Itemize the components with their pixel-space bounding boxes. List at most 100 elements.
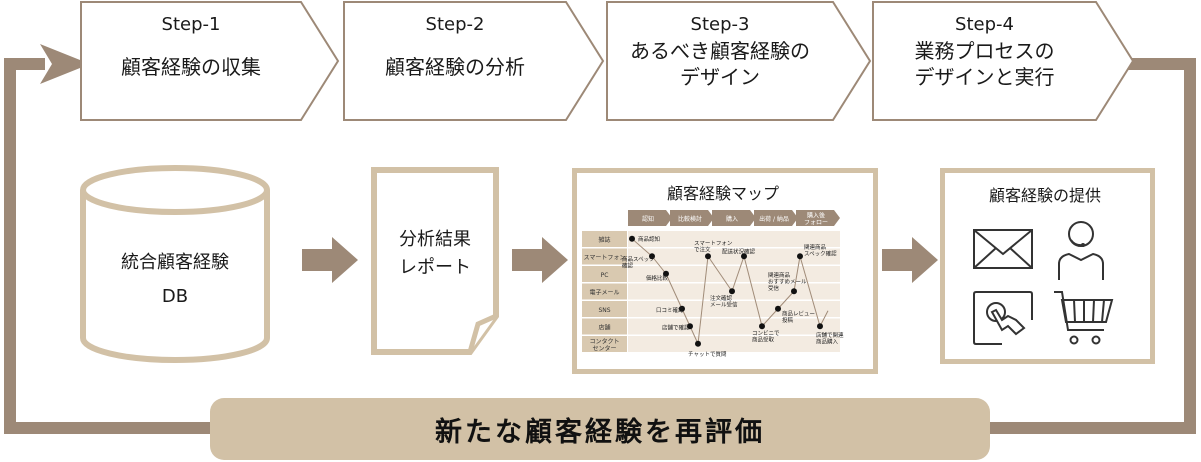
steps-row (80, 1, 1135, 121)
map-phase-label-2: 購入 (726, 215, 738, 223)
map-row-bg-0 (628, 231, 840, 247)
map-channel-cell-2 (582, 266, 627, 282)
step-4-chevron (872, 1, 1135, 121)
map-connector-2 (665, 273, 683, 309)
reevaluate-banner: 新たな顧客経験を再評価 (210, 398, 990, 460)
map-touchpoint-label-11: 関連商品おすすめメール受信 (768, 271, 807, 292)
map-connector-6 (707, 255, 733, 292)
step-3: Step-3 あるべき顧客経験の デザイン (607, 14, 833, 90)
flow-arrow-1-icon (302, 237, 358, 283)
map-phase-label-0: 認知 (642, 215, 654, 223)
map-touchpoint-1 (649, 253, 655, 260)
report-label-line1: 分析結果 (399, 229, 471, 250)
step-2-title: 顧客経験の分析 (385, 55, 525, 79)
map-phase-label-4: 購入後フォロー (804, 212, 828, 227)
map-phase-2 (712, 210, 756, 226)
database-label: 統合顧客経験 DB (75, 246, 275, 314)
document-icon (371, 167, 499, 355)
map-connector-1 (651, 255, 667, 275)
map-touchpoint-2 (663, 270, 669, 277)
banner-text: 新たな顧客経験を再評価 (435, 416, 765, 448)
map-touchpoint-6 (705, 253, 711, 260)
map-phase-3 (754, 210, 798, 226)
step-3-title-line1: あるべき顧客経験の (630, 39, 810, 63)
map-touchpoint-label-0: 商品認知 (638, 235, 660, 243)
map-row-bg-2 (628, 266, 840, 282)
map-phase-label-3: 出荷 / 納品 (759, 215, 789, 223)
step-1: Step-1 顧客経験の収集 (81, 14, 301, 80)
database-label-line1: 統合顧客経験 (121, 252, 229, 273)
step-3-title-line2: デザイン (680, 65, 760, 89)
map-connector-12 (799, 256, 821, 327)
map-touchpoint-label-7: 注文確認メール受信 (710, 294, 738, 309)
map-touchpoint-5 (695, 340, 701, 347)
map-channel-cell-0 (582, 231, 627, 247)
map-touchpoint-label-4: 店舗で確認 (662, 323, 690, 331)
provide-title: 顧客経験の提供 (988, 186, 1101, 205)
map-row-bg-1 (628, 248, 840, 265)
map-touchpoint-label-5: チャットで質問 (688, 350, 727, 358)
step-2-label: Step-2 (425, 14, 485, 35)
map-connector-3 (681, 308, 691, 327)
map-touchpoint-12 (797, 253, 803, 260)
map-channel-label-0: 雑誌 (598, 236, 610, 244)
map-touchpoint-11 (791, 288, 797, 295)
map-connector-5 (697, 256, 709, 344)
map-channel-cell-4 (582, 301, 627, 317)
step-3-label: Step-3 (690, 14, 750, 35)
mail-icon (973, 229, 1033, 269)
map-channel-label-5: 店舗 (598, 323, 610, 331)
map-connector-0 (631, 238, 653, 257)
map-connector-8 (743, 256, 763, 327)
step-2-chevron (343, 1, 605, 121)
step-4-label: Step-4 (955, 14, 1014, 35)
map-phase-4 (796, 210, 840, 226)
map-connector-10 (777, 290, 795, 310)
map-touchpoint-label-9: コンビニで商品受取 (752, 329, 780, 344)
map-touchpoint-3 (679, 305, 685, 312)
map-channel-cell-3 (582, 283, 627, 300)
map-phase-0 (628, 210, 672, 226)
map-touchpoint-label-2: 価格比較 (646, 274, 669, 282)
step-2: Step-2 顧客経験の分析 (344, 14, 566, 80)
step-1-chevron (80, 1, 340, 121)
map-phase-label-1: 比較検討 (678, 215, 702, 223)
map-channel-cell-1 (582, 248, 627, 265)
map-channel-label-6: コンタクトセンター (589, 337, 619, 352)
map-touchpoint-7 (729, 288, 735, 295)
map-touchpoint-label-8: 配送状況確認 (722, 247, 756, 255)
report-label: 分析結果 レポート (370, 226, 500, 282)
map-channel-label-1: スマートフォン (584, 254, 626, 261)
step-4: Step-4 業務プロセスの デザインと実行 (873, 14, 1096, 90)
report-label-line2: レポート (399, 257, 471, 278)
map-channel-cell-5 (582, 318, 627, 335)
map-connector-7 (731, 256, 745, 292)
map-connector-9 (761, 308, 779, 327)
operator-icon (1058, 221, 1104, 280)
flow-arrow-3-icon (882, 237, 938, 283)
map-touchpoint-0 (629, 235, 635, 242)
map-touchpoint-label-13: 店舗で関連商品購入 (816, 331, 844, 346)
map-touchpoint-8 (741, 253, 747, 260)
touch-screen-icon (973, 291, 1033, 345)
map-touchpoint-label-12: 関連商品スペック確認 (804, 243, 837, 258)
map-connector-11 (793, 256, 801, 292)
map-touchpoint-10 (775, 305, 781, 312)
step-4-title-line2: デザインと実行 (914, 65, 1055, 89)
map-touchpoint-label-10: 商品レビュー投稿 (782, 310, 815, 325)
map-channel-label-2: PC (601, 272, 609, 279)
map-row-bg-4 (628, 301, 840, 317)
journey-map-title: 顧客経験マップ (666, 184, 779, 203)
map-touchpoint-label-1: 商品スペック確認 (622, 255, 655, 270)
step-1-title: 顧客経験の収集 (121, 55, 261, 79)
map-connector-4 (689, 326, 699, 344)
step-3-chevron (606, 1, 872, 121)
step-1-label: Step-1 (161, 14, 221, 35)
map-channel-label-3: 電子メール (589, 289, 619, 296)
shopping-cart-icon (1054, 291, 1114, 345)
journey-map-diagram: 認知比較検討購入出荷 / 納品購入後フォロー雑誌スマートフォンPC電子メールSN… (582, 210, 844, 358)
map-touchpoint-label-3: 口コミ確認 (656, 306, 684, 314)
map-touchpoint-9 (759, 323, 765, 330)
map-touchpoint-label-6: スマートフォンで注文 (694, 240, 733, 254)
map-row-bg-6 (628, 336, 840, 352)
